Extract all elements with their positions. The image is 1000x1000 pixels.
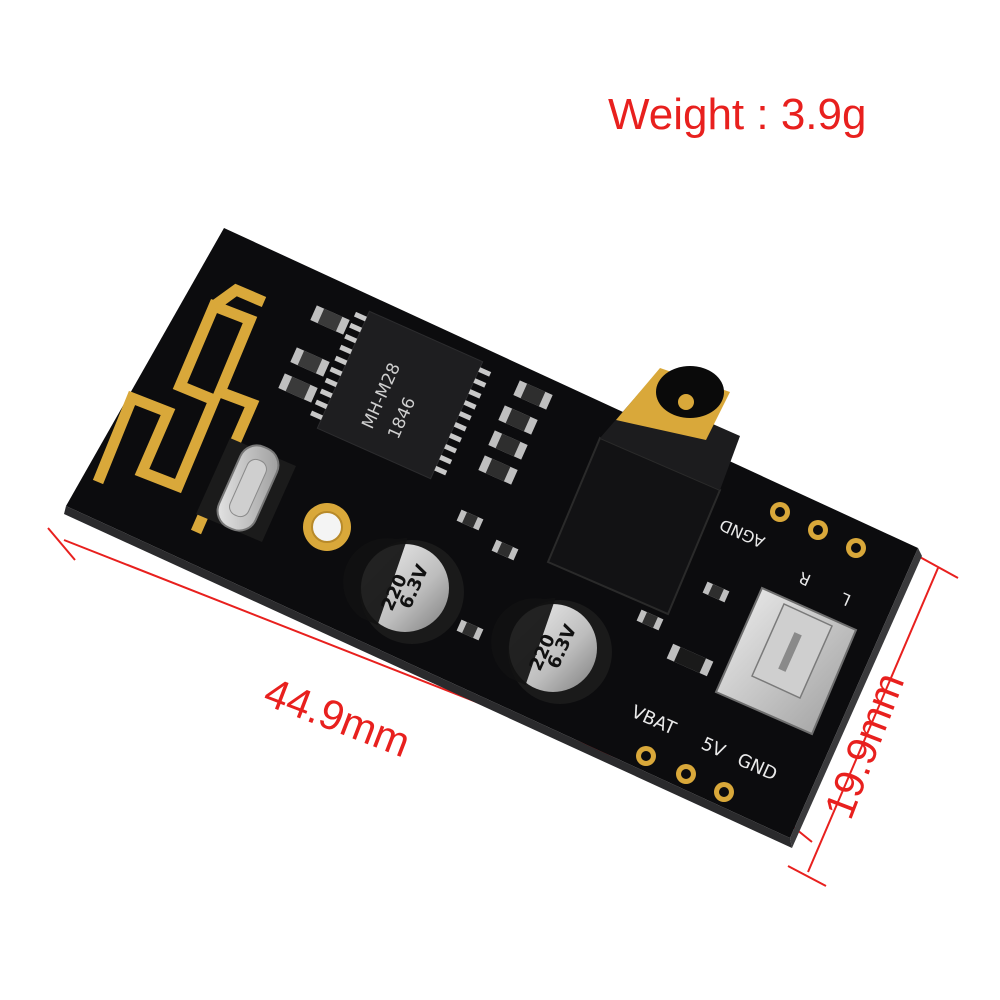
audio-pin-pads bbox=[770, 502, 866, 558]
main-chip: MH-M28 1846 bbox=[310, 310, 492, 480]
smd-resistors-left bbox=[278, 305, 350, 403]
micro-usb-port bbox=[714, 586, 858, 736]
power-pin-pads bbox=[636, 746, 734, 802]
pcb-board bbox=[64, 228, 922, 848]
antenna-trace bbox=[92, 283, 267, 535]
mounting-hole bbox=[303, 503, 351, 551]
smd-small-parts bbox=[456, 509, 730, 677]
crystal-oscillator bbox=[196, 438, 296, 542]
capacitor-left: 220 6.3V bbox=[343, 537, 464, 644]
weight-annotation: Weight : 3.9g bbox=[608, 90, 867, 139]
dimension-width-line bbox=[787, 555, 959, 887]
capacitor-right: 220 6.3V bbox=[491, 597, 612, 704]
smd-resistors-right bbox=[478, 380, 553, 485]
audio-jack bbox=[546, 366, 740, 616]
